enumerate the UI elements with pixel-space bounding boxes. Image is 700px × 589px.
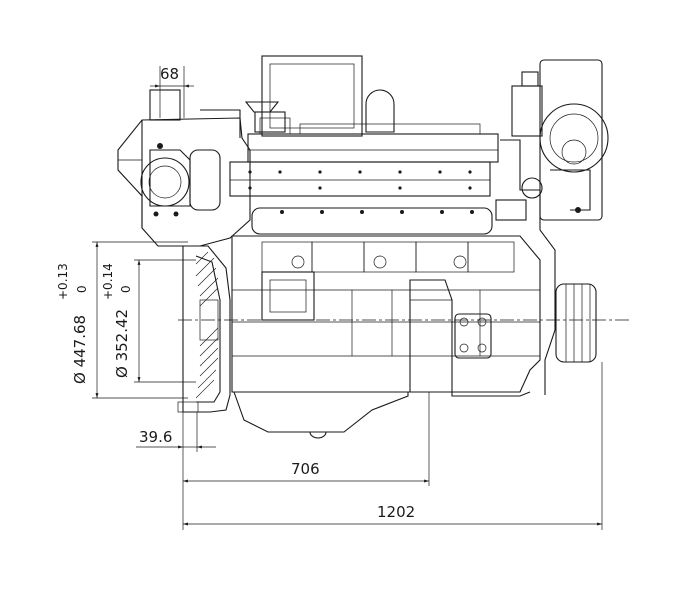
engine-outline xyxy=(117,55,630,439)
oil-pan xyxy=(233,391,531,433)
dim-39-6-label: 39.6 xyxy=(139,428,172,446)
flywheel-housing xyxy=(177,245,231,413)
turbocharger-group xyxy=(117,89,251,247)
dim-housing-tol-lower: 0 xyxy=(75,285,89,293)
dim-706-label: 706 xyxy=(291,460,320,478)
dim-housing-tol-upper: +0.13 xyxy=(56,263,70,300)
engine-block xyxy=(229,117,541,393)
dim-spigot-tol-upper: +0.14 xyxy=(101,263,115,300)
dim-spigot-diameter-label: Ø 352.42 xyxy=(113,309,131,378)
dim-1202-label: 1202 xyxy=(377,503,415,521)
dim-housing-diameter-label: Ø 447.68 xyxy=(71,315,89,384)
dim-spigot-tol-lower: 0 xyxy=(119,285,133,293)
air-filter xyxy=(244,55,395,137)
dim-68-label: 68 xyxy=(160,65,179,83)
crank-pulley xyxy=(555,283,597,363)
dimension-lines xyxy=(92,66,603,530)
alternator-group xyxy=(495,59,609,395)
